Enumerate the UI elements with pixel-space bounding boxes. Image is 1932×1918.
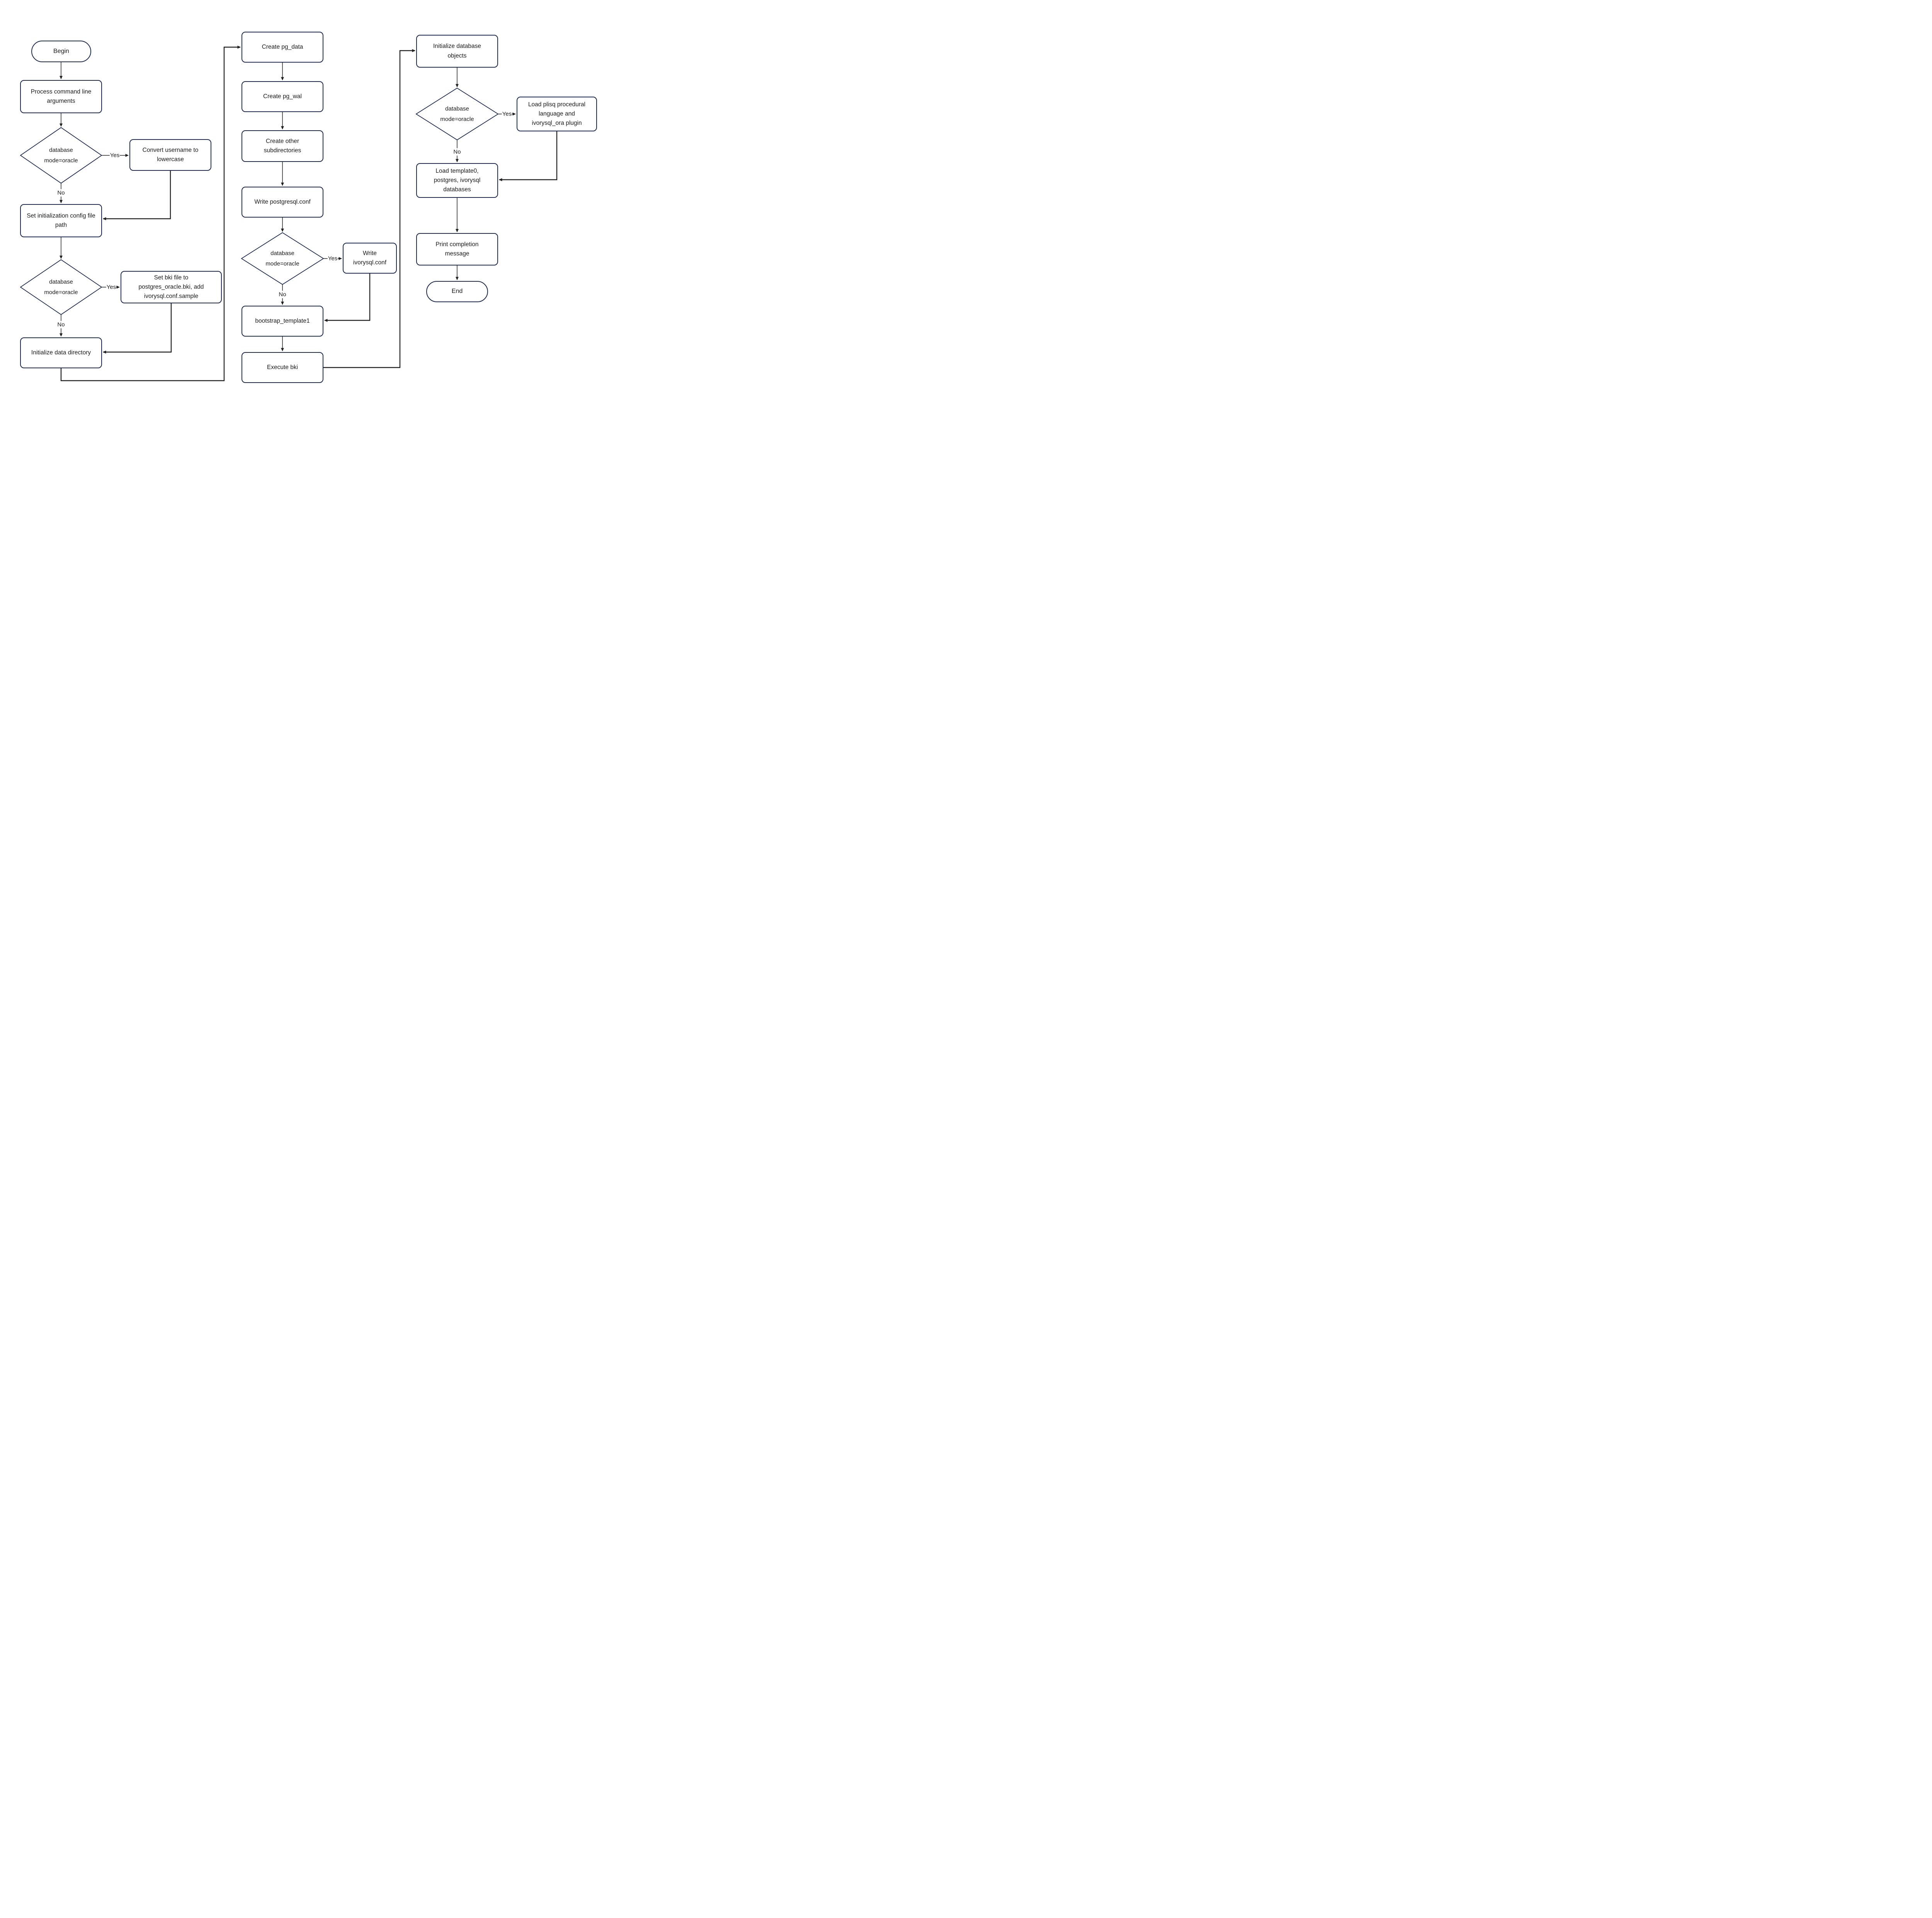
node-label: Create pg_wal: [263, 93, 302, 100]
node-create-pg-data: Create pg_data: [242, 32, 323, 63]
decision-3-text: database mode=oracle: [259, 240, 306, 277]
decision-2-text: database mode=oracle: [38, 269, 84, 305]
node-label: Load plisq procedural language and ivory…: [528, 101, 586, 126]
node-label: Initialize database objects: [433, 43, 481, 59]
edge-ivorysqlconf-bootstrap: [324, 274, 371, 322]
node-label: Write postgresql.conf: [254, 198, 311, 205]
edge-label-yes-2: Yes: [106, 283, 117, 291]
node-label: Print completion message: [435, 241, 479, 257]
node-bootstrap-template1: bootstrap_template1: [242, 306, 323, 337]
node-write-postgresql-conf: Write postgresql.conf: [242, 187, 323, 218]
node-label: Set bki file to postgres_oracle.bki, add…: [138, 274, 204, 300]
decision-1-text: database mode=oracle: [38, 137, 84, 174]
node-set-initialization-config-file-path: Set initialization config file path: [20, 204, 102, 237]
node-label: Process command line arguments: [31, 88, 92, 104]
edge-label-yes-1: Yes: [109, 151, 120, 159]
edge-loadplisq-loaddb: [499, 131, 558, 181]
node-label: Load template0, postgres, ivorysql datab…: [434, 167, 481, 193]
node-begin: Begin: [31, 41, 91, 62]
edge-label-no-2: No: [57, 321, 65, 328]
node-print-completion-message: Print completion message: [416, 233, 498, 265]
node-label: Execute bki: [267, 364, 298, 371]
node-execute-bki: Execute bki: [242, 352, 323, 383]
node-label: Initialize data directory: [31, 349, 91, 356]
decision-label: database mode=oracle: [265, 250, 299, 267]
node-label: Write ivorysql.conf: [353, 250, 387, 266]
edge-label-no-4: No: [453, 148, 461, 156]
decision-4-text: database mode=oracle: [434, 96, 480, 132]
edge-label-no-3: No: [278, 291, 287, 298]
node-label: Create other subdirectories: [264, 138, 301, 154]
edge-label-no-1: No: [57, 189, 65, 197]
edge-label-yes-4: Yes: [502, 110, 512, 118]
decision-label: database mode=oracle: [440, 106, 474, 123]
edge-setbki-initdatadir: [103, 303, 172, 354]
decision-diamond-2: [20, 259, 102, 315]
edge-label-yes-3: Yes: [327, 255, 338, 262]
node-initialize-data-directory: Initialize data directory: [20, 337, 102, 368]
node-create-pg-wal: Create pg_wal: [242, 81, 323, 112]
flowchart-connectors: [20, 46, 558, 381]
node-set-bki-file: Set bki file to postgres_oracle.bki, add…: [121, 271, 222, 303]
node-label: Create pg_data: [262, 43, 303, 50]
node-label: Set initialization config file path: [27, 212, 95, 228]
node-convert-username-to-lowercase: Convert username to lowercase: [129, 139, 211, 171]
decision-diamond-1: [20, 127, 102, 184]
node-label: Convert username to lowercase: [142, 146, 199, 163]
node-end: End: [426, 281, 488, 302]
node-write-ivorysql-conf: Write ivorysql.conf: [343, 243, 397, 274]
decision-diamond-4: [415, 87, 499, 141]
edge-executebki-initdbobjects: [323, 49, 415, 368]
decision-diamond-3: [241, 232, 324, 285]
node-load-plisq-procedural-language: Load plisq procedural language and ivory…: [517, 97, 597, 131]
node-create-other-subdirectories: Create other subdirectories: [242, 130, 323, 162]
edge-initdatadir-pgdata: [60, 46, 241, 381]
node-begin-label: Begin: [53, 48, 69, 54]
node-initialize-database-objects: Initialize database objects: [416, 35, 498, 68]
flowchart-canvas: Begin Process command line arguments dat…: [0, 0, 597, 422]
decision-label: database mode=oracle: [44, 147, 78, 164]
node-load-template0-postgres-ivorysql: Load template0, postgres, ivorysql datab…: [416, 163, 498, 198]
node-end-label: End: [451, 288, 463, 295]
node-process-command-line-arguments: Process command line arguments: [20, 80, 102, 113]
node-label: bootstrap_template1: [255, 317, 310, 324]
decision-label: database mode=oracle: [44, 279, 78, 296]
edge-convert-setconfig: [103, 171, 171, 220]
